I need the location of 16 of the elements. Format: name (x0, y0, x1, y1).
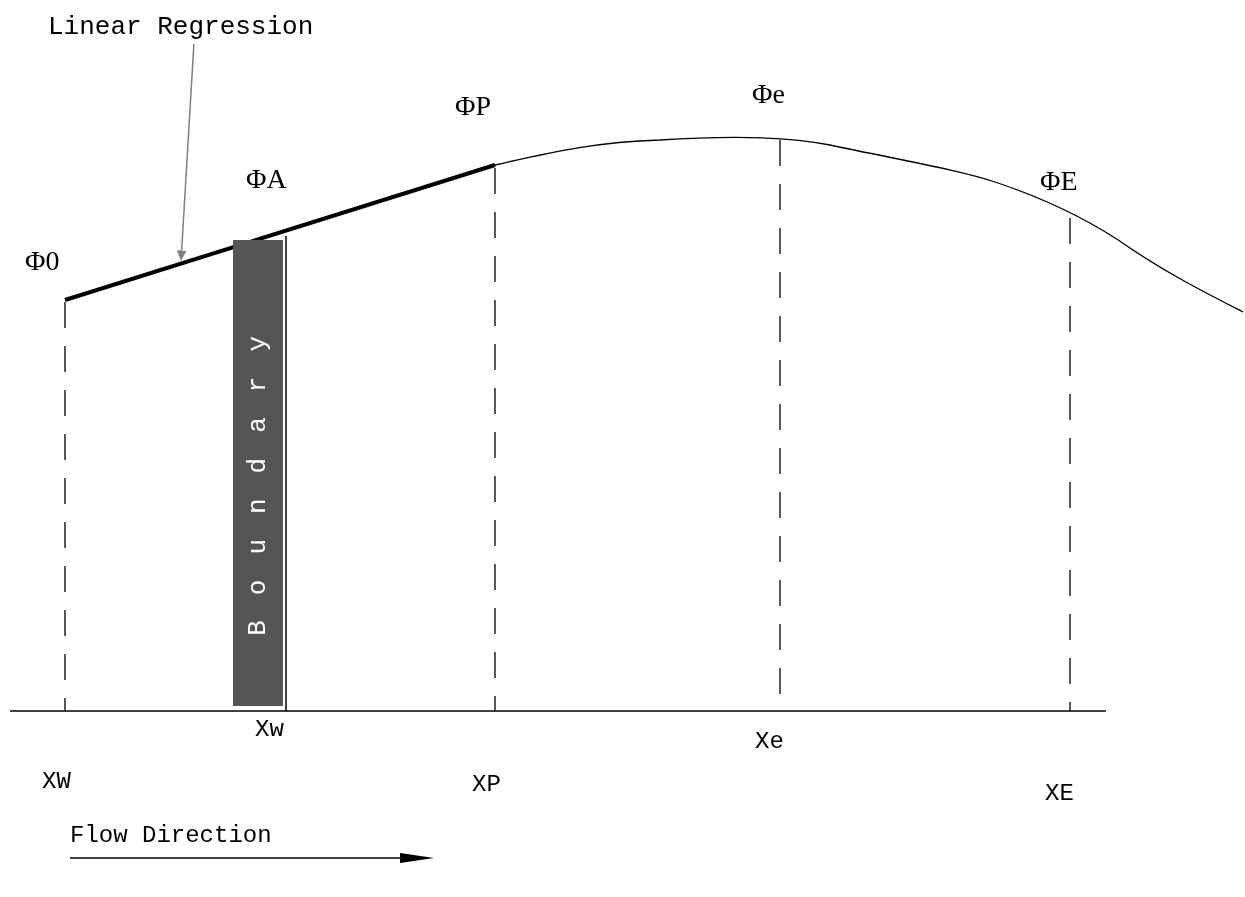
boundary-label: Boundary (245, 310, 271, 636)
value-label: ΦP (455, 92, 492, 120)
axis-label: XE (1045, 782, 1074, 806)
axis-label: XW (42, 770, 71, 794)
axis-label: Xw (255, 718, 284, 742)
axis-label: Xe (755, 730, 784, 754)
axis-label: XP (472, 773, 501, 797)
leader-line (176, 43, 195, 261)
value-label: ΦA (246, 165, 287, 193)
value-label: Φe (752, 80, 785, 108)
regression-line (64, 163, 496, 302)
boundary-bar (233, 240, 283, 706)
value-label: ΦE (1040, 167, 1078, 195)
value-label: Φ0 (25, 247, 60, 275)
direction-label: Flow Direction (70, 824, 272, 848)
callout-text: Linear Regression (48, 14, 314, 40)
